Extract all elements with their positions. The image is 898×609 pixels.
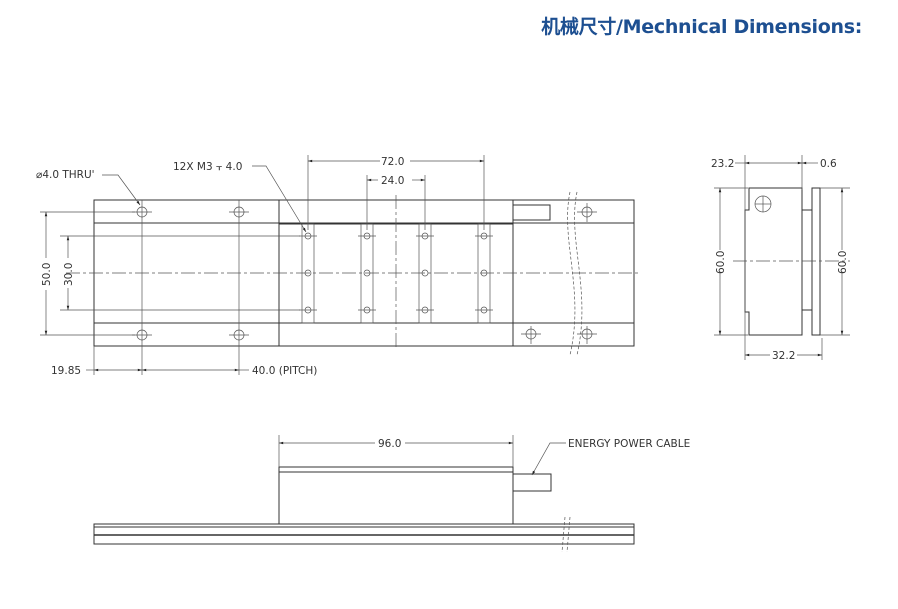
cable-callout: ENERGY POWER CABLE (568, 438, 690, 450)
dim-32-2: 32.2 (772, 350, 795, 362)
front-view (93, 435, 635, 553)
dim-pitch: 40.0 (PITCH) (252, 365, 317, 377)
dim-19-85: 19.85 (51, 365, 81, 377)
top-view (40, 155, 640, 375)
dim-0-6: 0.6 (820, 158, 837, 170)
dim-24: 24.0 (381, 175, 404, 187)
dim-60-left: 60.0 (715, 251, 727, 274)
page-title: 机械尺寸/Mechnical Dimensions: (541, 16, 862, 38)
side-view (714, 155, 850, 360)
thru-hole-callout: ⌀4.0 THRU' (36, 169, 95, 181)
dim-96: 96.0 (378, 438, 401, 450)
dim-60-right: 60.0 (837, 251, 849, 274)
dim-72: 72.0 (381, 156, 404, 168)
dim-50: 50.0 (41, 263, 53, 286)
dim-23-2: 23.2 (711, 158, 734, 170)
tapped-holes-callout: 12X M3 ⫟ 4.0 (173, 161, 242, 173)
dim-30: 30.0 (63, 263, 75, 286)
